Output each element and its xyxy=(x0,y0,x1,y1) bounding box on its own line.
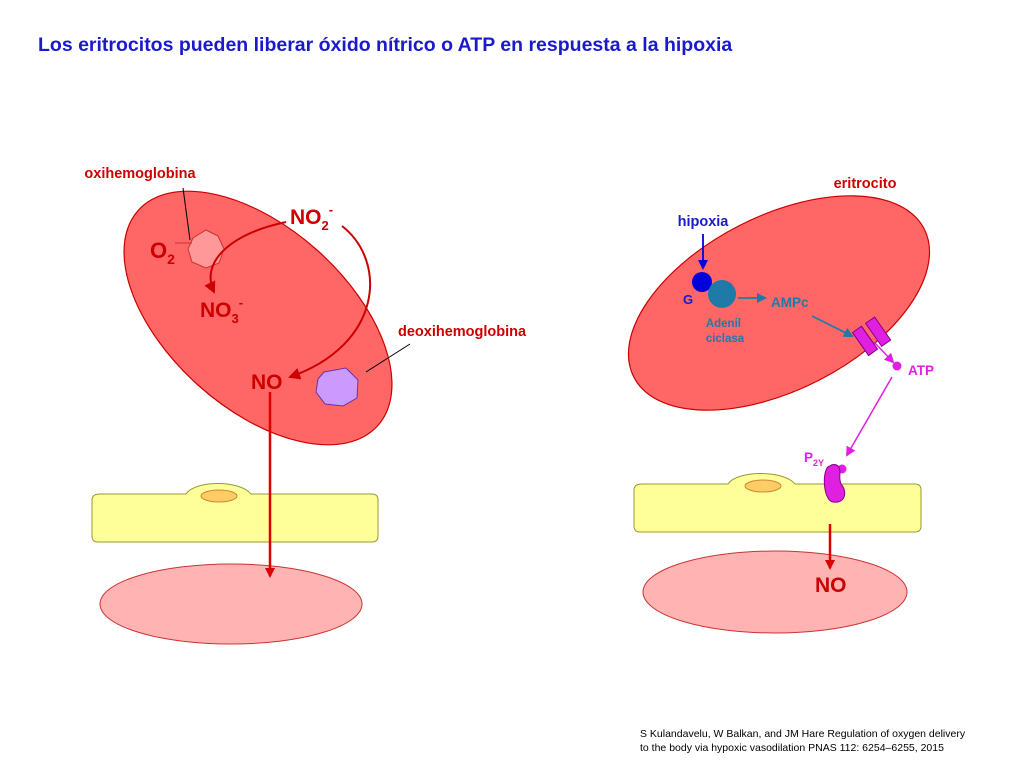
atp-to-p2y-arrow xyxy=(846,376,893,457)
ampc-label: AMPc xyxy=(771,295,809,310)
smooth-muscle-cell-right xyxy=(642,550,908,634)
deoxyhemoglobin-pointer xyxy=(365,343,411,373)
channel-to-atp-arrow xyxy=(873,341,895,364)
adenylyl-cyclase-label: Adenil ciclasa xyxy=(706,318,745,345)
right-panel: eritrocito hipoxia G Adenil ciclasa AMPc… xyxy=(627,176,934,634)
deoxyhemoglobin-blob-icon xyxy=(315,367,359,407)
oxyhemoglobin-blob-icon xyxy=(187,229,225,269)
citation-line-2: to the body via hypoxic vasodilation PNA… xyxy=(640,742,944,754)
o2-label: O2 xyxy=(150,238,175,267)
page-title: Los eritrocitos pueden liberar óxido nít… xyxy=(38,34,733,56)
g-protein-label: G xyxy=(683,292,693,307)
ampc-to-channel-arrow xyxy=(811,315,854,337)
atp-dot xyxy=(892,361,902,371)
citation-line-1: S Kulandavelu, W Balkan, and JM Hare Reg… xyxy=(640,728,966,740)
no2-to-no3-arrow xyxy=(204,221,287,294)
deoxyhemoglobin-label: deoxihemoglobina xyxy=(398,324,527,340)
p2y-receptor-icon xyxy=(823,464,846,503)
left-panel: oxihemoglobina O2 NO2- NO3- deoxihemoglo… xyxy=(84,166,527,645)
nucleus-right xyxy=(744,479,782,493)
oxyhemoglobin-label: oxihemoglobina xyxy=(84,166,196,182)
endothelial-cell-right xyxy=(633,473,922,533)
no2-label: NO2- xyxy=(290,202,333,233)
hypoxia-label: hipoxia xyxy=(678,214,730,230)
p2y-label: P2Y xyxy=(804,450,824,468)
smooth-muscle-cell-left xyxy=(99,563,363,645)
oxyhemoglobin-pointer xyxy=(182,187,191,241)
endothelial-cell-left xyxy=(91,483,379,543)
atp-channel-icon xyxy=(851,316,892,357)
no3-label: NO3- xyxy=(200,295,243,326)
nucleus-left xyxy=(200,489,238,503)
g-protein-circle-icon xyxy=(692,272,712,292)
adenylyl-cyclase-circle-icon xyxy=(708,280,736,308)
citation: S Kulandavelu, W Balkan, and JM Hare Reg… xyxy=(640,727,965,755)
erythrocyte-left xyxy=(123,190,393,446)
atp-label: ATP xyxy=(908,363,934,378)
erythrocyte-label: eritrocito xyxy=(834,176,897,192)
no2-to-no-arrow xyxy=(288,225,372,380)
no-label-right: NO xyxy=(815,574,847,597)
no-label-left: NO xyxy=(251,371,283,394)
